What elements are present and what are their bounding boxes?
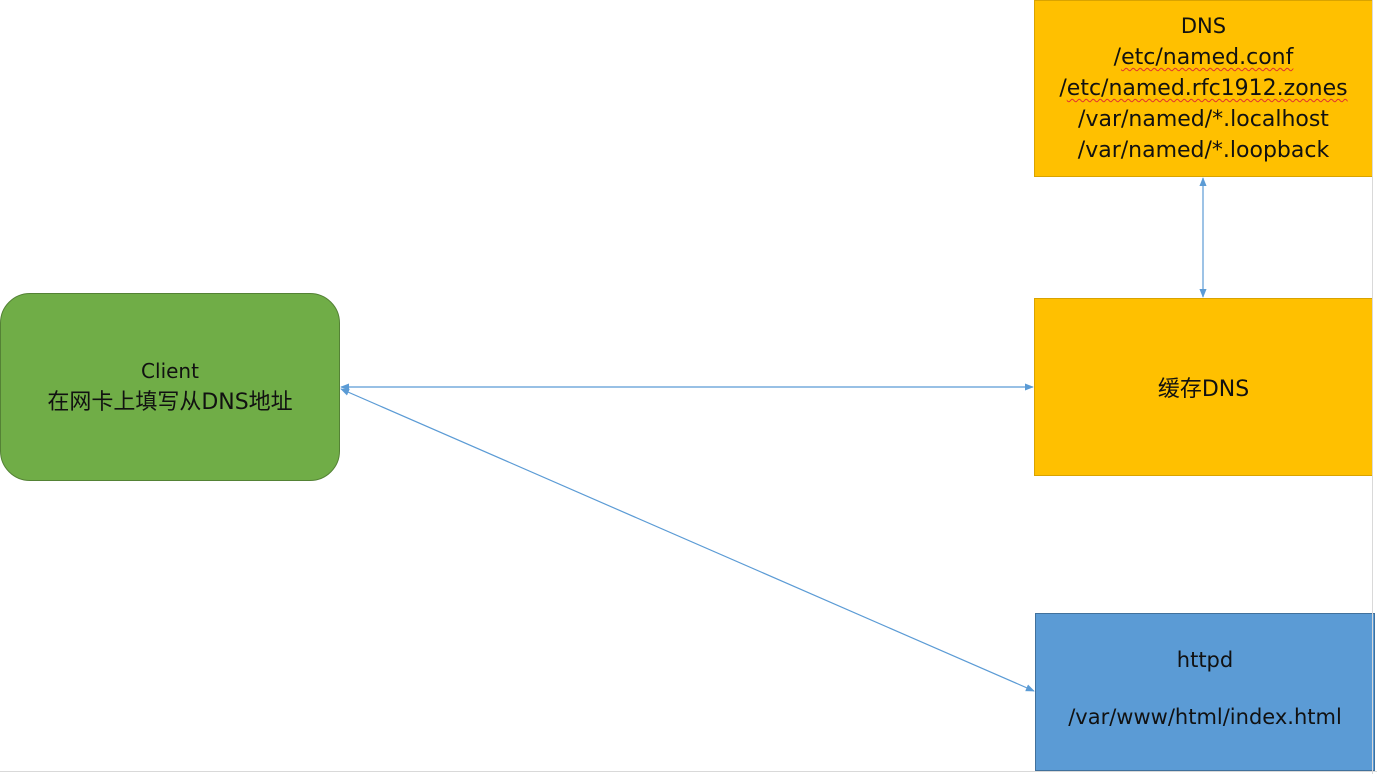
dns-title: DNS bbox=[1180, 14, 1227, 38]
client-description: 在网卡上填写从DNS地址 bbox=[47, 390, 293, 415]
client-node[interactable]: Client 在网卡上填写从DNS地址 bbox=[0, 293, 340, 481]
cache-dns-node[interactable]: 缓存DNS bbox=[1034, 298, 1373, 476]
httpd-title: httpd bbox=[1176, 648, 1234, 672]
dns-file-rfc1912-zones: /etc/named.rfc1912.zones bbox=[1059, 76, 1348, 101]
page-bottom-edge bbox=[0, 771, 1377, 772]
dns-file-loopback: /var/named/*.loopback bbox=[1077, 138, 1330, 163]
dns-file-named-conf-text: etc/named.conf bbox=[1121, 45, 1294, 70]
dns-file-localhost: /var/named/*.localhost bbox=[1078, 107, 1329, 132]
dns-node[interactable]: DNS /etc/named.conf /etc/named.rfc1912.z… bbox=[1034, 0, 1373, 177]
page-right-edge bbox=[1372, 0, 1373, 774]
cache-dns-label: 缓存DNS bbox=[1157, 377, 1250, 402]
httpd-path: /var/www/html/index.html bbox=[1068, 705, 1342, 729]
dns-file-named-conf: /etc/named.conf bbox=[1113, 45, 1294, 70]
connector-client-httpd bbox=[340, 388, 1035, 692]
client-title: Client bbox=[141, 359, 199, 383]
httpd-node[interactable]: httpd /var/www/html/index.html bbox=[1035, 613, 1375, 771]
dns-file-rfc1912-zones-text: etc/named.rfc1912.zones bbox=[1066, 76, 1348, 101]
